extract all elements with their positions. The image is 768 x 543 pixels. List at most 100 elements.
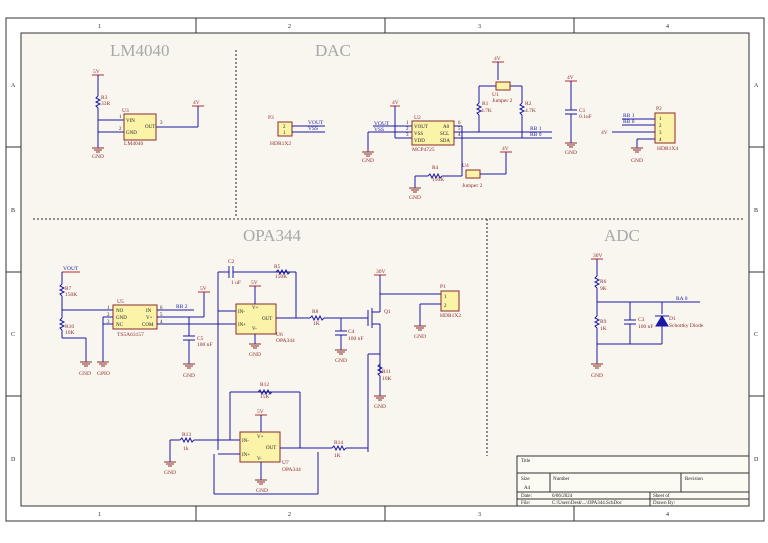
p2-pin-1: 1 [659, 117, 662, 122]
row-markers-right: A B C D [749, 83, 764, 463]
u2-num-5: 5 [458, 127, 461, 132]
file-label: File: [521, 501, 530, 506]
net-gnd-u7: GND [256, 488, 268, 494]
row-a-left: A [11, 83, 16, 89]
u3-pin-num-1: 1 [119, 115, 122, 120]
u5-num-1: 1 [107, 306, 110, 311]
net-ra0: RA 0 [676, 296, 688, 302]
section-title-dac: DAC [315, 41, 351, 60]
u6-pin-out: OUT [262, 317, 272, 322]
size-value: A4 [524, 486, 531, 491]
p2-pin-2: 2 [659, 124, 662, 129]
net-gnd-u6: GND [249, 352, 261, 358]
file-value: C:\Users\Desk\...\OPA344.SchDoc [552, 501, 623, 506]
u4-name: Jumper 2 [462, 183, 483, 189]
net-gpio: GPIO [97, 371, 110, 377]
u7-pin-vplus: V+ [257, 435, 264, 440]
r1-ref: R1 [482, 101, 489, 107]
r10-ref: R10 [65, 324, 74, 330]
r8-ref: R8 [312, 309, 319, 315]
u7-name: OPA344 [282, 467, 301, 473]
r6-ref: R6 [600, 279, 607, 285]
p2-pin-3: 3 [659, 131, 662, 136]
net-vout-opa: VOUT [63, 266, 79, 272]
row-d-right: D [754, 457, 759, 463]
r2-value: 4.7K [525, 108, 536, 114]
u2-pin-vss: VSS [414, 132, 423, 137]
net-vout-u2: VOUT [374, 121, 390, 127]
u6-pin-vminus: V- [252, 327, 257, 332]
u3-pin-gnd: GND [126, 131, 137, 136]
u6-pin-vplus: V+ [252, 306, 259, 311]
c2-ref: C2 [228, 259, 235, 265]
p3-pin-2: 2 [283, 125, 286, 130]
row-b-left: B [11, 208, 15, 214]
u3-pin-out: OUT [145, 125, 155, 130]
u2-num-4: 4 [458, 133, 461, 138]
col-4-bottom: 4 [666, 512, 669, 518]
c5-value: 100 nF [197, 342, 212, 348]
dac-block: P3 2 1 HDR1X2 VOUT VSS VOUT VSS 4V GND U… [268, 56, 678, 201]
u7-pin-out: OUT [266, 446, 276, 451]
c3-value: 100 nF [638, 324, 653, 330]
r2-ref: R2 [525, 101, 532, 107]
c5-ref: C5 [197, 336, 204, 342]
u6-name: OPA344 [276, 338, 295, 344]
r11-ref: R11 [382, 369, 391, 375]
u5-pin-com: COM [142, 323, 154, 328]
net-gnd-r11: GND [374, 404, 386, 410]
u3-pin-num-2: 2 [119, 127, 122, 132]
net-4v-u4: 4V [502, 146, 509, 152]
net-5v-u6: 5V [251, 280, 258, 286]
section-dividers [33, 50, 744, 456]
net-4v-u2: 4V [392, 100, 399, 106]
p2-name: HDR1X4 [657, 146, 678, 152]
net-rb0-dac: RB 0 [530, 132, 542, 138]
r13-value: 1k [183, 446, 189, 452]
u3-name: LM4040 [124, 141, 144, 147]
u2-name: MCP4725 [412, 147, 435, 153]
inner-frame [20, 32, 750, 507]
r13-ref: R13 [182, 432, 191, 438]
u2-num-6: 6 [458, 121, 461, 126]
r11-value: 10K [382, 376, 392, 382]
u6-pin-inplus: IN+ [238, 323, 246, 328]
net-rb2: RB 2 [176, 304, 188, 310]
row-a-right: A [754, 83, 759, 89]
r12-ref: R12 [260, 382, 269, 388]
u5-num-5: 5 [160, 313, 163, 318]
net-gnd-p2: GND [631, 158, 643, 164]
row-c-right: C [754, 332, 758, 338]
u2-num-1: 1 [406, 121, 409, 126]
r7-value: 150K [65, 292, 77, 298]
u5-num-2: 2 [107, 313, 110, 318]
p1-pin-2: 2 [444, 304, 447, 309]
net-5v-u7: 5V [257, 409, 264, 415]
p1-pin-1: 1 [444, 295, 447, 300]
u1-jumper-body [495, 81, 511, 91]
r7-ref: R7 [65, 286, 72, 292]
u2-pin-scl: SCL [440, 132, 449, 137]
u2-num-3: 3 [406, 133, 409, 138]
net-4v-lm4040: 4V [193, 100, 200, 106]
c1-value: 0.1uF [579, 114, 592, 120]
u5-pin-gnd: GND [116, 316, 127, 321]
u2-num-2: 2 [406, 127, 409, 132]
u2-pin-vout: VOUT [414, 125, 428, 130]
p2-header-body [654, 112, 676, 144]
u5-pin-nc: NC [116, 323, 124, 328]
net-5v-u5: 5V [200, 286, 207, 292]
u7-ref: U7 [282, 460, 289, 466]
p3-ref: P3 [268, 115, 274, 121]
col-3-bottom: 3 [478, 512, 481, 518]
c3-ref: C3 [638, 317, 645, 323]
net-30v-adc: 30V [593, 253, 603, 259]
col-4-top: 4 [666, 24, 669, 30]
d1-ref: D1 [669, 316, 676, 322]
p3-header-body [277, 121, 293, 137]
p3-name: HDR1X2 [270, 141, 291, 147]
p3-pin-1: 1 [283, 131, 286, 136]
r5-value: 150K [275, 274, 287, 280]
r14-ref: R14 [334, 440, 343, 446]
u7-pin-vminus: V- [257, 457, 262, 462]
